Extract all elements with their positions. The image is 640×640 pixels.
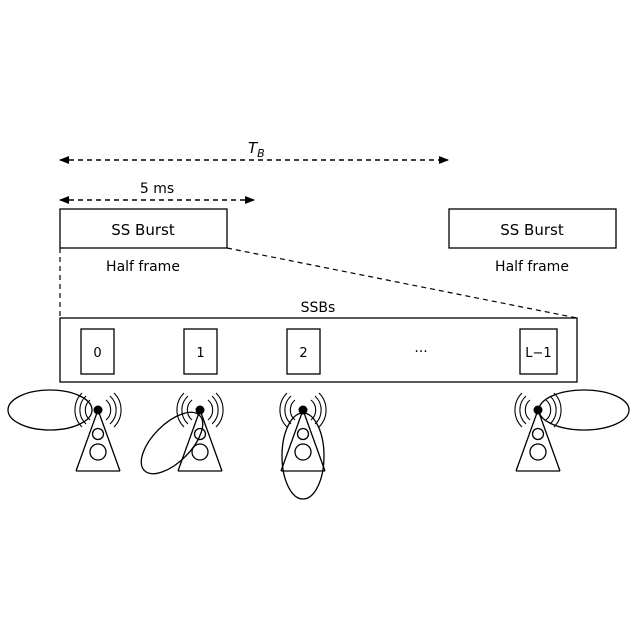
half-frame-duration-label: 5 ms: [140, 181, 174, 197]
half-frame-label-2: Half frame: [495, 259, 569, 275]
ssb-container: [60, 318, 577, 382]
ssb-index-0: 0: [93, 346, 101, 361]
beam-2: [282, 413, 324, 499]
ss-burst-label-1: SS Burst: [111, 221, 175, 239]
antenna-tower-0-icon: [75, 393, 121, 471]
ss-burst-label-2: SS Burst: [500, 221, 564, 239]
beam-last: [539, 390, 629, 430]
period-label: TB: [248, 139, 265, 160]
ssb-index-2: 2: [299, 346, 307, 361]
ssb-index-1: 1: [196, 346, 204, 361]
ssb-index-last: L−1: [525, 346, 551, 361]
antenna-tower-2-icon: [280, 393, 326, 471]
half-frame-label-1: Half frame: [106, 259, 180, 275]
antenna-tower-last-icon: [515, 393, 561, 471]
antenna-tower-1-icon: [177, 393, 223, 471]
ssb-ellipsis: ···: [414, 344, 427, 360]
period-subscript: B: [257, 147, 265, 160]
ssbs-title: SSBs: [301, 300, 336, 316]
